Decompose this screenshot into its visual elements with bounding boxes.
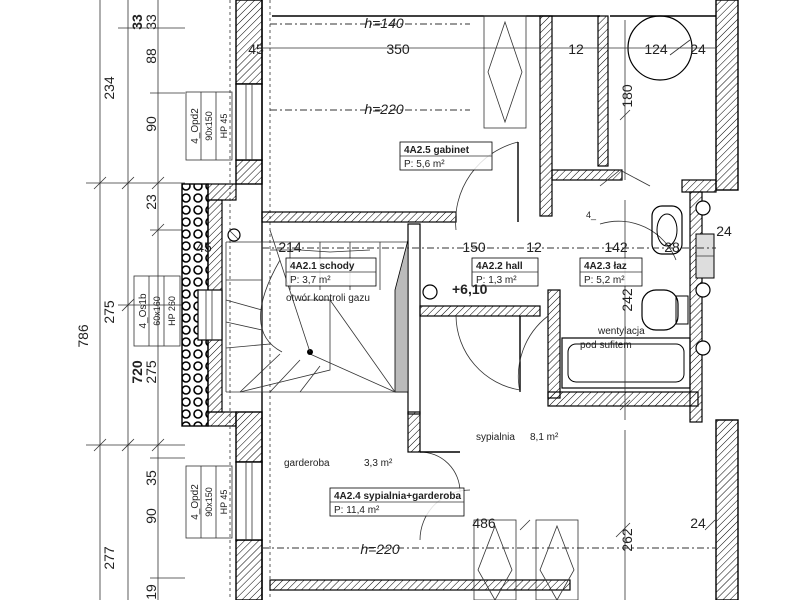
- bathroom-fixtures: [422, 15, 715, 389]
- dim-35: 35: [143, 470, 159, 486]
- room-hall-code: 4A2.2 hall: [476, 261, 523, 272]
- dim-88: 88: [143, 48, 159, 64]
- room-label-laz: 4A2.3 łaz P: 5,2 m²: [579, 257, 643, 287]
- room-laz-code: 4A2.3 łaz: [584, 261, 627, 272]
- dim-262: 262: [619, 528, 635, 552]
- bath-mark: 4_: [586, 210, 597, 220]
- dim-12-top: 12: [568, 41, 584, 57]
- window-2-hp: HP 260: [167, 296, 177, 326]
- room-sypialnia-garderoba-code: 4A2.4 sypialnia+garderoba: [334, 491, 461, 502]
- dim-786: 786: [75, 324, 91, 348]
- sypialnia-label: sypialnia: [476, 432, 515, 443]
- dim-720: 720: [129, 360, 145, 384]
- height-labels: h=140 h=220 h=220: [360, 15, 404, 557]
- sypialnia-area: 8,1 m²: [530, 432, 559, 443]
- garderoba-area: 3,3 m²: [364, 458, 393, 469]
- window-1-type: 4_Opd2: [190, 108, 201, 144]
- dim-28: 28: [664, 239, 680, 255]
- window-2-type: 4_Os1b: [138, 293, 149, 328]
- outer-wall-left: [181, 0, 271, 600]
- vent-label-line2: pod sufitem: [580, 340, 632, 351]
- dim-275: 275: [101, 300, 117, 324]
- room-label-hall: 4A2.2 hall P: 1,3 m²: [471, 257, 539, 287]
- window-tag-2: 4_Os1b 60x160 HP 260: [133, 275, 181, 347]
- room-label-sypialnia-garderoba: 4A2.4 sypialnia+garderoba P: 11,4 m²: [329, 487, 465, 517]
- dim-214: 214: [278, 239, 302, 255]
- room-label-gabinet: 4A2.5 gabinet P: 5,6 m²: [399, 141, 493, 171]
- room-hall-area: P: 1,3 m²: [476, 275, 517, 286]
- dim-33-bold: 33: [129, 14, 145, 30]
- dim-24-top: 24: [690, 41, 706, 57]
- room-sypialnia-garderoba-area: P: 11,4 m²: [334, 505, 380, 516]
- dim-23: 23: [143, 194, 159, 210]
- room-schody-code: 4A2.1 schody: [290, 261, 355, 272]
- height-220-bottom: h=220: [360, 541, 400, 557]
- staircase: [225, 228, 409, 393]
- dim-275-inner: 275: [143, 360, 159, 384]
- window-tag-1: 4_Opd2 90x150 HP 45: [185, 91, 233, 161]
- window-3-hp: HP 45: [219, 490, 229, 515]
- vent-label-line1: wentylacja: [597, 326, 645, 337]
- dim-142: 142: [604, 239, 628, 255]
- room-schody-area: P: 3,7 m²: [290, 275, 331, 286]
- outer-wall-right: [272, 0, 739, 600]
- room-gabinet-code: 4A2.5 gabinet: [404, 145, 470, 156]
- dim-180: 180: [619, 84, 635, 108]
- room-gabinet-area: P: 5,6 m²: [404, 159, 445, 170]
- dim-242: 242: [619, 288, 635, 312]
- height-140: h=140: [364, 15, 404, 31]
- dim-90-top: 90: [143, 116, 159, 132]
- dim-90-bottom: 90: [143, 508, 159, 524]
- mid-dimensions: 45 45 214 150 12 142 28 24: [196, 41, 732, 255]
- skylights: [473, 15, 579, 600]
- room-laz-area: P: 5,2 m²: [584, 275, 625, 286]
- interior-dimension-lines: [262, 20, 716, 600]
- dim-45-top: 45: [248, 41, 264, 57]
- dim-150: 150: [462, 239, 486, 255]
- left-dimension-lines: [86, 0, 185, 600]
- dim-33: 33: [143, 14, 159, 30]
- dim-12-mid: 12: [526, 239, 542, 255]
- window-1-hp: HP 45: [219, 114, 229, 139]
- window-1-size: 90x150: [204, 111, 214, 141]
- interior-walls: [261, 15, 717, 591]
- room-label-schody: 4A2.1 schody P: 3,7 m²: [285, 257, 377, 287]
- bottom-dimensions: 486 24: [472, 515, 706, 531]
- top-dimensions: 350 12 124 24: [386, 41, 706, 57]
- dim-486: 486: [472, 515, 496, 531]
- misc-labels: +6,10 wentylacja pod sufitem otwór kontr…: [284, 210, 645, 469]
- dim-234: 234: [101, 76, 117, 100]
- garderoba-label: garderoba: [284, 458, 330, 469]
- vertical-dimensions: 180 242 262: [619, 84, 635, 552]
- window-3-size: 90x150: [204, 487, 214, 517]
- dim-19: 19: [143, 584, 159, 600]
- window-2-size: 60x160: [152, 296, 162, 326]
- height-220-top: h=220: [364, 101, 404, 117]
- dim-350: 350: [386, 41, 410, 57]
- dim-277: 277: [101, 546, 117, 570]
- left-dimension-texts: 786 234 275 277 33 720 33 88 90 23 275 3…: [75, 14, 159, 600]
- dim-24-bottom: 24: [690, 515, 706, 531]
- level-mark: +6,10: [452, 281, 488, 297]
- gas-control-label: otwór kontroli gazu: [286, 293, 370, 304]
- window-3-type: 4_Opd2: [190, 484, 201, 520]
- dim-24-mid: 24: [716, 223, 732, 239]
- dim-45-mid: 45: [196, 239, 212, 255]
- dim-124: 124: [644, 41, 668, 57]
- window-tag-3: 4_Opd2 90x150 HP 45: [185, 465, 233, 539]
